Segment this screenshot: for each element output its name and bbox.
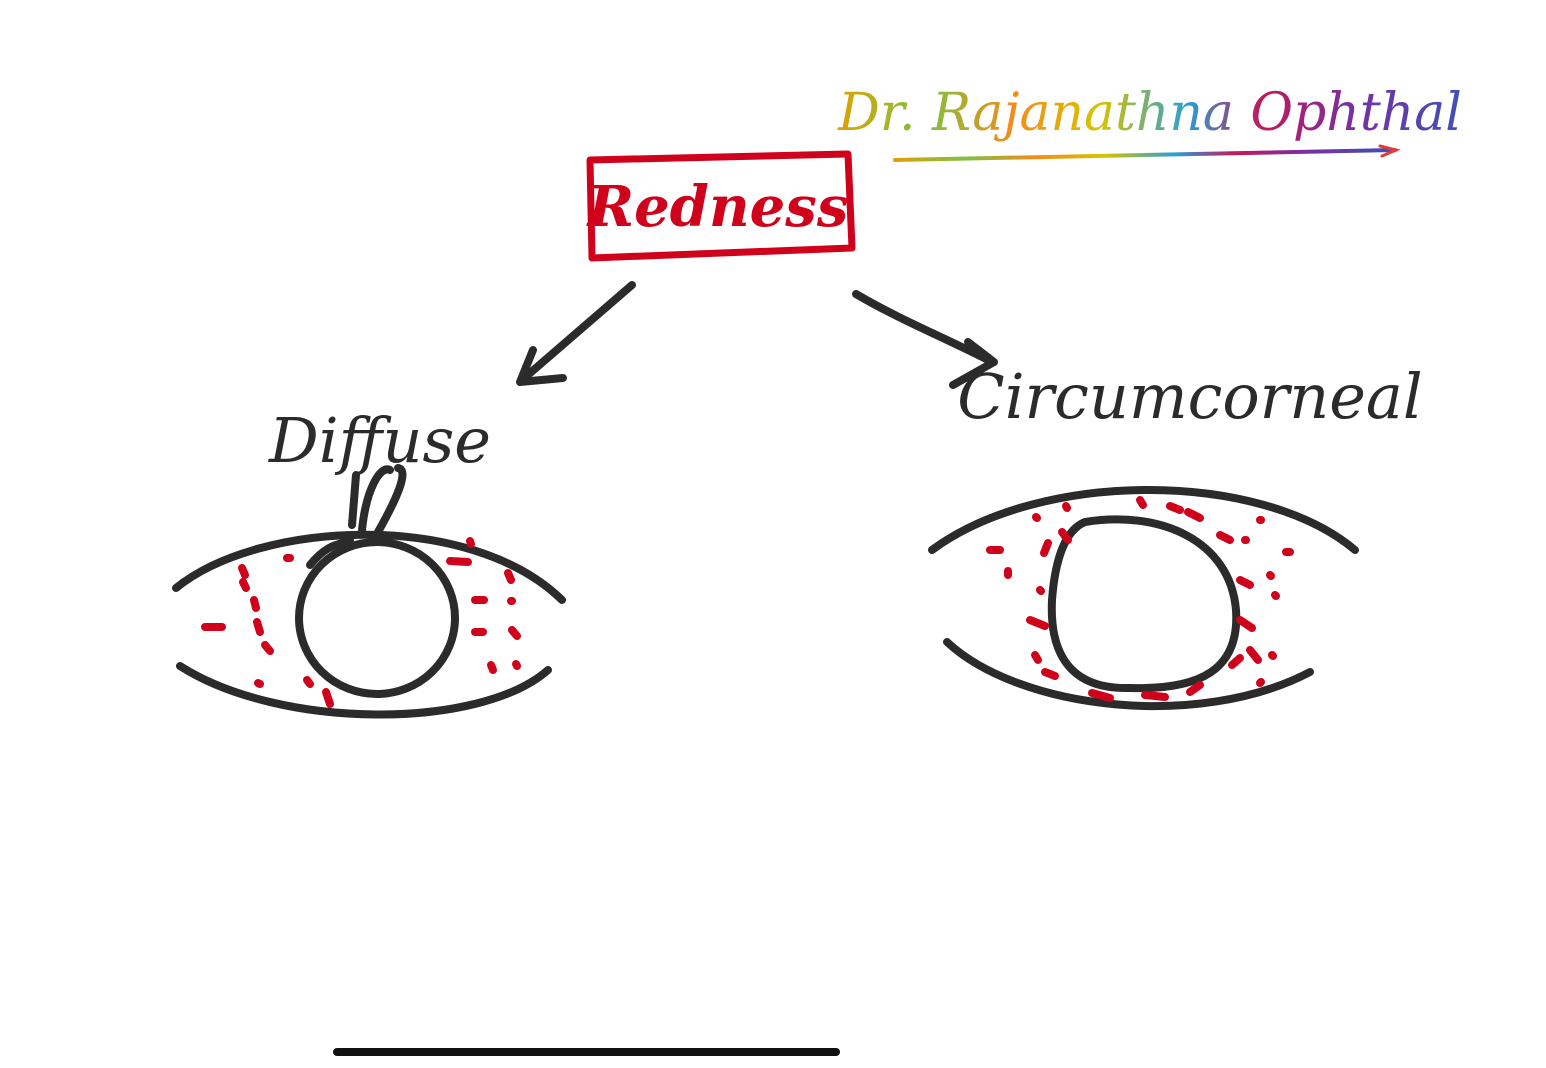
root-node-box: [586, 150, 856, 262]
circumcorneal-vessel-marks: [986, 496, 1294, 702]
signature: Dr. Rajanathna Ophthal: [837, 83, 1462, 162]
diffuse-vessel-marks: [201, 537, 521, 708]
root-node-label: Redness: [586, 174, 849, 240]
signature-underline: [893, 148, 1397, 162]
cornea-circle: [1047, 515, 1241, 693]
signature-text: Dr. Rajanathna Ophthal: [837, 83, 1462, 143]
lower-eyelid: [176, 662, 552, 719]
arrow-to-diffuse: [516, 281, 636, 386]
branch-label-diffuse: Diffuse: [268, 404, 491, 477]
arrow-shaft-left: [518, 281, 636, 384]
circumcorneal-eye-drawing: [928, 486, 1359, 710]
branch-label-circumcorneal: Circumcorneal: [957, 360, 1422, 433]
upper-eyelid: [172, 530, 566, 604]
signature-arrowhead-icon: [1378, 144, 1401, 158]
arrow-head-left-icon: [516, 346, 567, 386]
arrow-shaft-right: [852, 290, 996, 366]
cornea-circle: [295, 538, 459, 698]
letter-descenders: [306, 464, 407, 569]
diffuse-eye-drawing: [172, 464, 566, 719]
arrow-to-circumcorneal: [852, 290, 998, 389]
upper-eyelid: [928, 486, 1359, 554]
lower-eyelid: [943, 638, 1314, 710]
root-node-redness[interactable]: Redness: [586, 150, 856, 262]
arrow-head-right-icon: [949, 338, 998, 389]
